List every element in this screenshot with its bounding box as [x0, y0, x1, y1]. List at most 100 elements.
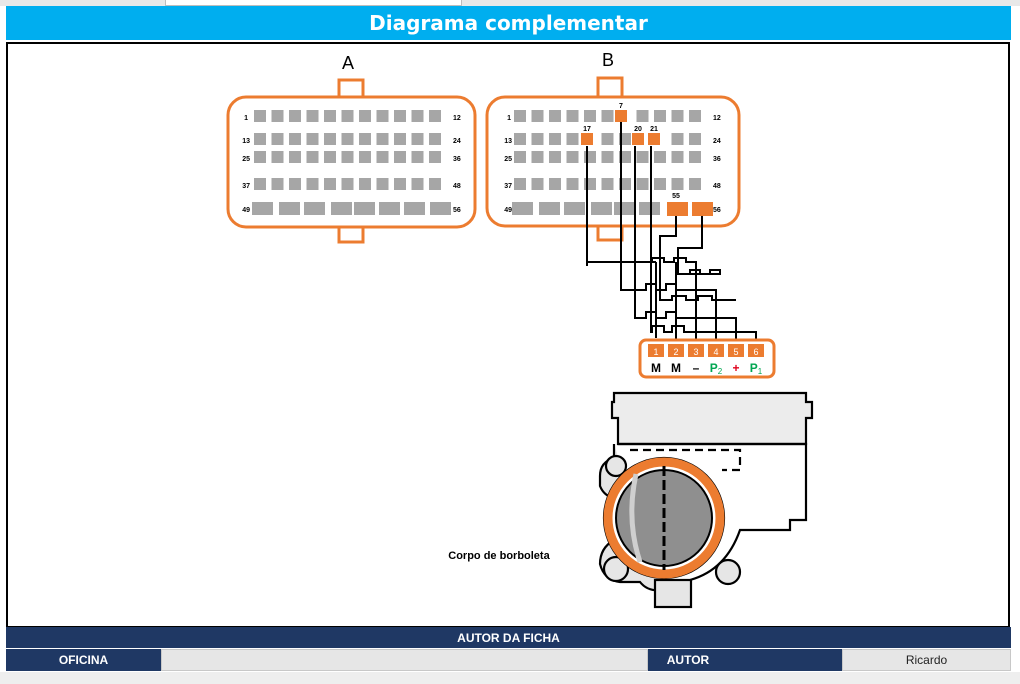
connector-b-label-37: 37: [504, 183, 512, 190]
component-pin-3: [688, 344, 704, 357]
autor-field[interactable]: [728, 649, 842, 671]
connector-a-pin-28: [306, 151, 319, 163]
connector-b-pin-18: [601, 133, 614, 145]
connector-b-pin-55-used: [667, 202, 688, 216]
connector-b-label-25: 25: [504, 156, 512, 163]
connector-a-pin-4: [306, 110, 319, 122]
connector-b-pin-7-used: [615, 110, 627, 122]
connector-a-pin-32: [376, 151, 389, 163]
connector-a-pin-33: [394, 151, 406, 163]
pin-label-7: 7: [619, 103, 623, 110]
connector-b-pin-5: [584, 110, 596, 122]
connector-a-pin-27: [289, 151, 301, 163]
connector-b-pin-42: [601, 178, 614, 190]
connector-a-pin-40: [306, 178, 319, 190]
connector-b-pin-20-used: [632, 133, 644, 145]
throttle-body-bottom-port: [653, 578, 693, 609]
connector-a-pin-50: [279, 202, 300, 215]
connector-b-pin-46: [671, 178, 684, 190]
component-pin-1: [648, 344, 664, 357]
connector-b-pin-23: [689, 133, 701, 145]
oficina-field[interactable]: [161, 649, 648, 671]
connector-b-pin-13: [514, 133, 526, 145]
connector-a-pin-20: [376, 133, 389, 145]
connector-a-pin-46: [411, 178, 424, 190]
component-pin-function: +: [732, 361, 739, 375]
connector-b-pin-11: [689, 110, 701, 122]
wire-pin-56: [675, 216, 721, 348]
oficina-label: OFICINA: [6, 649, 161, 671]
component-pin-function: –: [693, 361, 700, 375]
connector-b-pin-52: [591, 202, 612, 215]
connector-b: B 1 12 13 24 25 36 37 48 49 56 7 17 20 2…: [485, 50, 741, 242]
connector-b-pin-29: [584, 151, 596, 163]
component-pin-number: 6: [753, 347, 758, 357]
connector-a-pin-9: [394, 110, 406, 122]
connector-b-pin-56-used: [692, 202, 713, 216]
connector-a-pin-44: [376, 178, 389, 190]
component-pin-number: 1: [653, 347, 658, 357]
connector-a-pin-7: [359, 110, 371, 122]
connector-a-pin-47: [429, 178, 441, 190]
connector-b-top-latch: [596, 76, 624, 100]
component-label: Corpo de borboleta: [448, 550, 550, 562]
connector-a-label-1: 1: [244, 115, 248, 122]
connector-b-pin-10: [671, 110, 684, 122]
connector-a-pin-3: [289, 110, 301, 122]
connector-b-label-36: 36: [713, 156, 721, 163]
connector-b-pin-47: [689, 178, 701, 190]
connector-a-label-25: 25: [242, 156, 250, 163]
connector-b-pin-53: [614, 202, 635, 215]
connector-a-label-24: 24: [453, 138, 461, 145]
connector-a: A 1 12 13 24 25 36 37 48 49 56: [226, 53, 477, 244]
component-pin-number: 4: [713, 347, 718, 357]
connector-b-pin-3: [549, 110, 561, 122]
connector-a-pin-39: [289, 178, 301, 190]
pin-label-55: 55: [672, 193, 680, 200]
connector-a-pin-25: [254, 151, 266, 163]
connector-a-pin-6: [341, 110, 354, 122]
connector-a-pin-29: [324, 151, 336, 163]
connector-b-label-56: 56: [713, 207, 721, 214]
connector-b-pin-38: [531, 178, 544, 190]
footer-row: OFICINA AUTOR Ricardo: [6, 649, 1011, 671]
bottom-strip: [0, 672, 1020, 684]
throttle-body-orange-ring: [603, 457, 725, 579]
connector-b-pin-15: [549, 133, 561, 145]
throttle-body-illustration: [598, 391, 814, 609]
connector-b-label: B: [602, 50, 614, 70]
connector-b-pin-45: [654, 178, 666, 190]
throttle-body-motor-housing: [610, 391, 814, 446]
connector-b-pin-51: [564, 202, 585, 215]
connector-a-pin-14: [271, 133, 284, 145]
connector-b-pin-9: [654, 110, 666, 122]
component-pin-function: M: [671, 361, 681, 375]
connector-b-pin-28: [566, 151, 579, 163]
connector-b-pin-25: [514, 151, 526, 163]
connector-b-label-13: 13: [504, 138, 512, 145]
page-title: Diagrama complementar: [6, 6, 1011, 40]
connector-a-pin-30: [341, 151, 354, 163]
connector-a-pin-42: [341, 178, 354, 190]
connector-a-pin-49: [252, 202, 273, 215]
autor-label: AUTOR: [648, 649, 728, 671]
connector-b-pin-2: [531, 110, 544, 122]
connector-a-pin-22: [411, 133, 424, 145]
connector-b-pin-22: [671, 133, 684, 145]
connector-a-pin-45: [394, 178, 406, 190]
wire-pin-20: [634, 146, 737, 348]
connector-b-pin-4: [566, 110, 579, 122]
connector-b-pin-8: [636, 110, 649, 122]
connector-a-pin-51: [304, 202, 325, 215]
connector-a-pin-41: [324, 178, 336, 190]
connector-a-label-37: 37: [242, 183, 250, 190]
connector-a-pin-18: [341, 133, 354, 145]
connector-b-label-12: 12: [713, 115, 721, 122]
connector-a-label-48: 48: [453, 183, 461, 190]
connector-b-label-1: 1: [507, 115, 511, 122]
component-pin-2: [668, 344, 684, 357]
connector-a-pin-2: [271, 110, 284, 122]
pin-label-17: 17: [583, 126, 591, 133]
connector-a-pins: [252, 110, 451, 215]
